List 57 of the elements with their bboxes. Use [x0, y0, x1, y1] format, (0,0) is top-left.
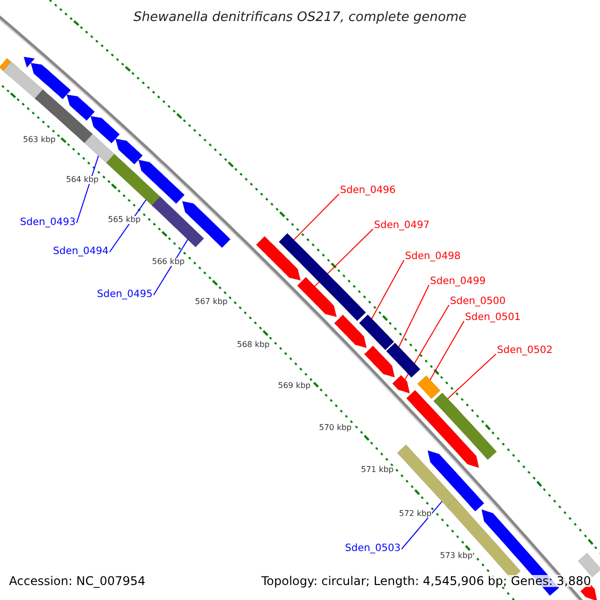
- gene-feature: [115, 138, 143, 165]
- gene-feature: [578, 552, 600, 578]
- gene-feature: [406, 390, 480, 468]
- leader-line: [109, 198, 147, 252]
- gene-feature: [433, 392, 497, 460]
- gene-label: Sden_0496: [340, 186, 396, 196]
- position-label: 571 kbp: [361, 466, 394, 474]
- gene-label: Sden_0498: [405, 252, 461, 262]
- gene-feature: [138, 160, 185, 204]
- gene-label: Sden_0503: [345, 544, 401, 554]
- leader-line: [398, 284, 430, 348]
- gene-feature: [106, 154, 162, 208]
- leader-line: [446, 354, 496, 400]
- gene-feature: [358, 314, 394, 350]
- gene-feature: [297, 276, 337, 318]
- leader-line: [371, 260, 404, 320]
- position-label: 564 kbp: [66, 176, 99, 184]
- position-label: 563 kbp: [23, 136, 56, 144]
- position-label: 569 kbp: [278, 382, 311, 390]
- leader-line: [293, 194, 340, 241]
- gene-label: Sden_0493: [20, 218, 76, 228]
- gene-label: Sden_0494: [53, 247, 109, 257]
- gene-label: Sden_0495: [97, 290, 153, 300]
- leader-line: [401, 500, 443, 550]
- gene-label: Sden_0497: [374, 221, 430, 231]
- gene-label: Sden_0502: [497, 346, 553, 356]
- gene-feature: [182, 200, 231, 248]
- position-label: 570 kbp: [319, 424, 352, 432]
- position-label: 567 kbp: [195, 298, 228, 306]
- leader-line: [429, 320, 464, 381]
- gene-feature: [364, 346, 395, 378]
- gene-feature: [334, 314, 367, 348]
- leader-line: [76, 154, 100, 224]
- gene-feature: [392, 374, 410, 394]
- gene-label: Sden_0499: [430, 277, 486, 287]
- position-label: 572 kbp: [399, 510, 432, 518]
- gene-feature: [386, 342, 420, 378]
- gene-feature: [30, 62, 71, 100]
- gene-label: Sden_0501: [465, 313, 521, 323]
- genome-summary-text: Topology: circular; Length: 4,545,906 bp; Genes: 3,880: [261, 575, 591, 587]
- position-label: 568 kbp: [237, 341, 270, 349]
- gene-feature: [417, 375, 441, 400]
- position-label: 573 kbp: [440, 552, 473, 560]
- gene-label: Sden_0500: [450, 297, 506, 307]
- leader-line: [153, 238, 188, 296]
- gene-feature: [256, 236, 301, 281]
- title: Shewanella denitrificans OS217, complete genome: [132, 11, 468, 24]
- position-label: 566 kbp: [152, 258, 185, 266]
- gene-feature: [24, 56, 35, 68]
- gene-feature: [82, 132, 115, 164]
- gene-feature: [152, 196, 204, 248]
- position-label: 565 kbp: [108, 216, 141, 224]
- gene-feature: [278, 233, 366, 322]
- gene-feature: [90, 116, 120, 144]
- accession-text: Accession: NC_007954: [9, 575, 146, 587]
- leader-line: [404, 304, 450, 380]
- gene-feature: [66, 94, 95, 121]
